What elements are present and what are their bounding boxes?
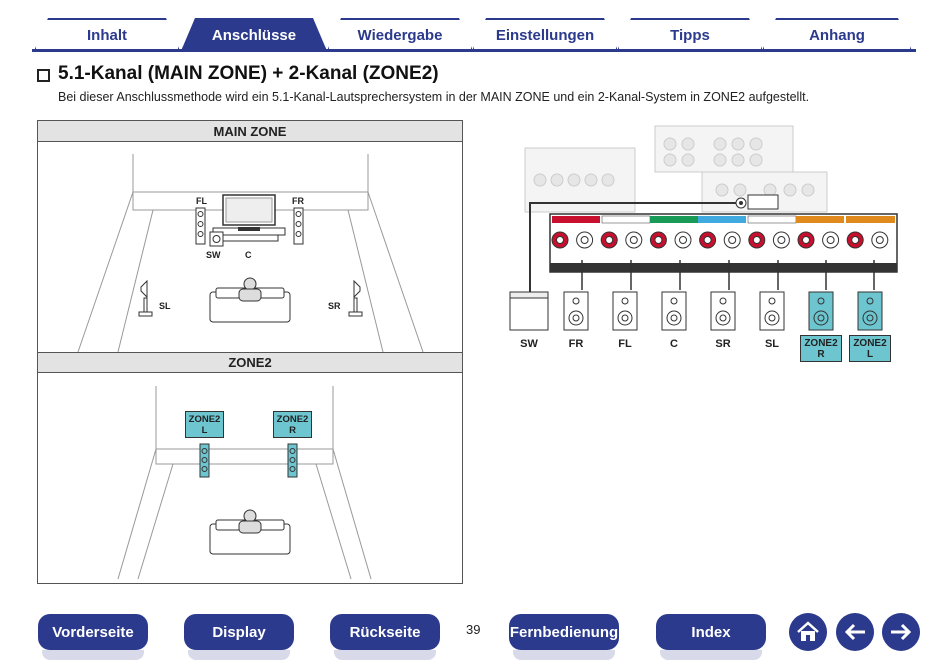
zone2-right-speaker-icon [287,443,298,478]
speaker-terminal-post [605,236,614,244]
speaker-terminal-post [580,236,589,244]
tv-icon [212,194,286,242]
zone2-header: ZONE2 [38,352,462,373]
speaker-terminal-post [679,236,687,244]
rueckseite-button[interactable]: Rückseite [330,614,440,660]
tab-anhang[interactable]: Anhang [762,18,912,51]
fl-speaker-icon [195,207,206,245]
speaker-terminal-post [629,236,638,244]
sl-label: SL [159,301,171,311]
speaker-terminal-post [826,236,835,244]
forward-arrow-icon [891,623,912,641]
subwoofer-box-icon [509,291,549,331]
zone2-room-illustration [117,386,372,580]
subwoofer-icon [209,231,224,247]
speaker-terminal-post [703,236,712,244]
forward-button[interactable] [882,613,920,651]
fl-speaker-label: FL [618,338,632,350]
home-icon [797,621,819,641]
tab-inhalt[interactable]: Inhalt [34,18,180,51]
fr-speaker-label: FR [568,338,584,350]
c-bookshelf-speaker-icon [661,291,687,331]
zone2-r-bookshelf-speaker-icon [808,291,834,331]
speaker-terminal-post [556,236,564,244]
main-zone-room-illustration [77,154,424,352]
fr-label: FR [292,196,304,206]
fr-speaker-icon [293,207,304,245]
fr-bookshelf-speaker-icon [563,291,589,331]
fl-label: FL [196,196,207,206]
home-button[interactable] [789,613,827,651]
c-label: C [245,250,252,260]
section-description: Bei dieser Anschlussmethode wird ein 5.1… [58,90,810,104]
sl-speaker-label: SL [764,338,780,350]
sl-bookshelf-speaker-icon [759,291,785,331]
section-title: 5.1-Kanal (MAIN ZONE) + 2-Kanal (ZONE2) [58,63,439,84]
display-button[interactable]: Display [184,614,294,660]
sw-label: SW [206,250,221,260]
listener-sofa-icon [209,277,291,323]
page-number: 39 [466,622,481,637]
receiver-rear-panel-illustration [509,125,898,331]
speaker-terminal-post [654,236,663,244]
c-speaker-label: C [670,338,678,350]
speaker-terminal-post [777,236,786,244]
sr-bookshelf-speaker-icon [710,291,736,331]
tab-einstellungen[interactable]: Einstellungen [472,18,618,51]
zone2-l-bookshelf-speaker-icon [857,291,883,331]
checkbox-icon [37,68,50,82]
tab-baseline [32,49,916,52]
index-button[interactable]: Index [656,614,766,660]
speaker-terminal-post [728,236,737,244]
main-zone-header: MAIN ZONE [38,121,462,142]
sr-speaker-label: SR [715,338,731,350]
sr-label: SR [328,301,341,311]
speaker-terminal-post [875,236,884,244]
section-heading: 5.1-Kanal (MAIN ZONE) + 2-Kanal (ZONE2) [37,63,439,85]
zone2-sofa-icon [209,509,291,555]
back-arrow-icon [844,623,865,641]
fernbedienung-button[interactable]: Fernbedienung [509,614,619,660]
subwoofer-pre-out-jack [735,194,779,210]
speaker-terminal-post [752,236,761,244]
back-button[interactable] [836,613,874,651]
sl-speaker-icon [138,279,153,317]
tab-wiedergabe[interactable]: Wiedergabe [327,18,473,51]
fl-bookshelf-speaker-icon [612,291,638,331]
sw-speaker-label: SW [520,338,538,350]
sr-speaker-icon [348,279,363,317]
speaker-terminal-post [802,236,810,244]
room-layout-panel: MAIN ZONE [37,120,463,584]
tab-bar: Inhalt Anschlüsse Wiedergabe Einstellung… [0,0,950,56]
zone2-left-speaker-icon [199,443,210,478]
vorderseite-button[interactable]: Vorderseite [38,614,148,660]
tab-tipps[interactable]: Tipps [617,18,763,51]
tab-anschluesse[interactable]: Anschlüsse [181,18,327,51]
speaker-terminal-post [851,236,860,244]
